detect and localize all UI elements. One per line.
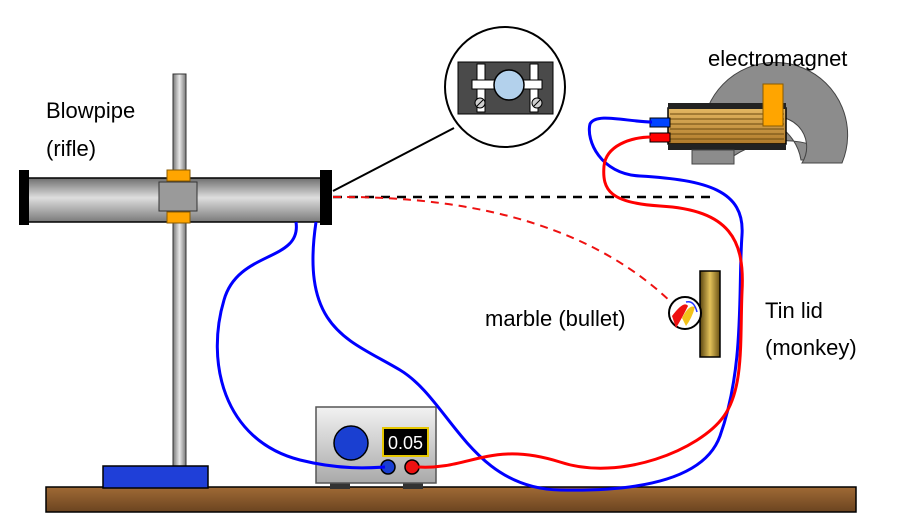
blowpipe-label-line2: (rifle): [46, 136, 96, 161]
tin-lid-label-line2: (monkey): [765, 335, 857, 360]
blowpipe-label-line1: Blowpipe: [46, 98, 135, 123]
marble-swirl-red: [672, 304, 688, 328]
callout-line: [332, 127, 455, 192]
clamp-boss: [158, 181, 198, 212]
tin-lid: [699, 270, 721, 358]
power-display-value: 0.05: [388, 433, 423, 453]
marble: [668, 296, 702, 330]
wire-red: [417, 135, 744, 470]
terminal-red: [649, 132, 671, 143]
callout-right-screw-slot: [533, 99, 541, 107]
blowpipe-left-cap: [19, 170, 29, 225]
marble-swirl-yellow: [682, 306, 695, 326]
terminal-blue: [649, 117, 671, 128]
electromagnet-clamp: [762, 83, 784, 127]
blowpipe: [19, 169, 332, 225]
socket-positive[interactable]: [404, 459, 420, 475]
wooden-bench: [45, 486, 857, 513]
power-supply-foot-left: [330, 481, 350, 489]
clamp-bottom: [166, 211, 191, 224]
zoom-callout: [332, 26, 566, 192]
blowpipe-right-cap: [320, 170, 332, 225]
retort-stand: [102, 73, 209, 489]
coil-top-plate: [668, 103, 786, 109]
marble-trajectory: [332, 195, 673, 304]
power-supply-foot-right: [403, 481, 423, 489]
power-supply: 0.05: [315, 406, 437, 489]
wire-blue-1: [215, 221, 386, 470]
callout-left-screw-slot: [476, 99, 484, 107]
electromagnet-lower-leg: [691, 149, 735, 165]
marble-label: marble (bullet): [485, 306, 626, 331]
clamp-top: [166, 169, 191, 182]
tin-lid-label-line1: Tin lid: [765, 298, 823, 323]
power-knob[interactable]: [333, 425, 369, 461]
electromagnet-label: electromagnet: [708, 46, 847, 71]
coil-windings: [670, 113, 784, 140]
stand-base: [102, 465, 209, 489]
marble-swirl-blue: [685, 300, 698, 313]
coil-bottom-plate: [668, 144, 786, 150]
electromagnet: [649, 61, 849, 165]
power-display: [382, 427, 429, 457]
callout-marble: [493, 69, 525, 101]
wire-blue-2: [311, 116, 744, 492]
stand-rod: [172, 73, 187, 471]
